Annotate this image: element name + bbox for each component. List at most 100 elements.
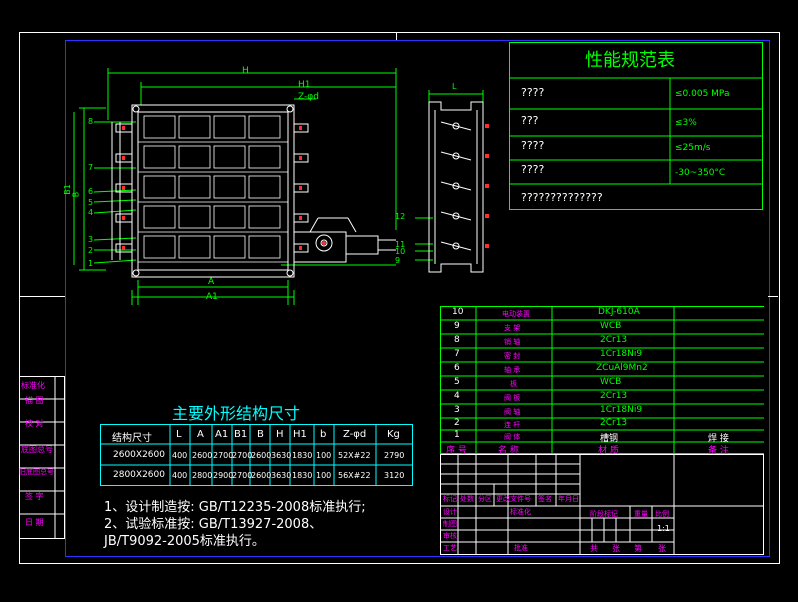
dims-header-1: L — [176, 429, 182, 440]
dims-header-9: Z-φd — [343, 429, 367, 440]
parts-no-1: 9 — [454, 321, 460, 331]
parts-material-2: 2Cr13 — [600, 335, 628, 345]
dims-row0-c4: 2700 — [232, 451, 253, 460]
parts-no-3: 7 — [454, 349, 460, 359]
note-line-1: 1、设计制造按: GB/T12235-2008标准执行; — [104, 500, 366, 515]
parts-no-8: 2 — [454, 418, 460, 428]
front-view-drawing — [73, 68, 397, 305]
dims-table: 结构尺寸 L A A1 B1 B H H1 b Z-φd Kg 2600X260… — [100, 424, 413, 486]
parts-name-4: 轴 承 — [504, 366, 521, 374]
dims-row1-c6: 3630 — [271, 471, 292, 480]
parts-header-material: 材 质 — [598, 446, 619, 456]
dim-label-h: H — [242, 66, 249, 76]
dims-header-3: A1 — [215, 429, 229, 440]
right-tick — [768, 296, 778, 297]
left-strip-label-6: 日 期 — [25, 518, 44, 527]
perf-row-label-2: ???? — [521, 139, 545, 152]
dims-header-10: Kg — [387, 429, 400, 440]
parts-name-7: 阀 轴 — [504, 408, 521, 416]
parts-name-8: 连 杆 — [504, 421, 521, 429]
parts-no-9: 1 — [454, 430, 460, 440]
parts-material-1: WCB — [600, 321, 622, 331]
parts-material-8: 2Cr13 — [600, 418, 628, 428]
parts-name-9: 阀 体 — [504, 433, 521, 441]
parts-name-1: 支 架 — [504, 324, 521, 332]
front-callout-3: 3 — [88, 235, 94, 244]
perf-row-label-1: ??? — [521, 114, 539, 127]
dims-row1-c7: 1830 — [292, 471, 313, 480]
dims-row0-c5: 2600 — [251, 451, 272, 460]
rev-header-4: 签名 — [538, 495, 552, 503]
dims-row0-c3: 2700 — [213, 451, 234, 460]
dims-header-5: B — [257, 429, 264, 440]
dims-row1-c4: 2700 — [232, 471, 253, 480]
parts-table-grid — [440, 306, 764, 454]
left-strip-label-2: 校 对 — [25, 419, 44, 428]
rev-header-2: 分区 — [478, 495, 492, 503]
dims-row0-c7: 1830 — [292, 451, 313, 460]
dim-label-l: L — [452, 82, 457, 91]
parts-no-7: 3 — [454, 405, 460, 415]
front-callout-5: 5 — [88, 198, 94, 207]
parts-no-6: 4 — [454, 391, 460, 401]
perf-table: 性能规范表 ???? ≤0.005 MPa ??? ≤3% ???? ≤25m/… — [509, 42, 763, 210]
role-3: 审核 — [443, 532, 457, 540]
parts-no-4: 6 — [454, 363, 460, 373]
dims-row0-c8: 100 — [316, 451, 332, 460]
perf-row-label-3: ???? — [521, 163, 545, 176]
outer-frame — [19, 32, 780, 564]
sheet-3: 张 — [658, 544, 666, 553]
sheet-1: 张 — [612, 544, 620, 553]
dims-row0-c2: 2600 — [192, 451, 213, 460]
parts-name-3: 密 封 — [504, 352, 521, 360]
front-callout-2: 2 — [88, 246, 94, 255]
stage-header-1: 重量 — [634, 510, 648, 518]
left-strip-grid — [19, 376, 65, 539]
left-strip: 标准化 描 图 校 对 底图总号 旧底图总号 签 字 日 期 — [19, 376, 65, 539]
front-callout-6: 6 — [88, 187, 94, 196]
dims-row1-c2: 2800 — [192, 471, 213, 480]
left-strip-label-4: 旧底图总号 — [19, 468, 54, 476]
front-callout-8: 8 — [88, 117, 94, 126]
rev-header-3: 更改文件号 — [496, 495, 531, 503]
title-block-scale: 1:1 — [657, 524, 670, 533]
parts-material-0: DKJ-610A — [598, 307, 640, 317]
inner-border — [65, 40, 770, 557]
perf-table-title: 性能规范表 — [585, 50, 675, 71]
perf-table-grid — [509, 42, 763, 210]
dims-header-7: H1 — [293, 429, 307, 440]
role-5: 批准 — [514, 544, 528, 552]
dims-row0-c10: 2790 — [384, 451, 405, 460]
parts-material-5: WCB — [600, 377, 622, 387]
dims-row1-c9: 56X#22 — [338, 471, 371, 480]
parts-name-0: 电动装置 — [502, 310, 530, 318]
left-strip-label-3: 底图总号 — [21, 445, 53, 454]
dims-row0-c1: 400 — [172, 451, 188, 460]
dim-label-h1: H1 — [298, 80, 311, 90]
left-strip-label-0: 标准化 — [21, 381, 45, 390]
perf-row-label-0: ???? — [521, 86, 545, 99]
parts-no-5: 5 — [454, 377, 460, 387]
dims-row0-c0: 2600X2600 — [113, 450, 165, 460]
rev-header-5: 年月日 — [558, 495, 579, 503]
dims-header-6: H — [276, 429, 284, 440]
rev-header-1: 处数 — [460, 495, 474, 503]
parts-header-note: 备 注 — [708, 446, 729, 456]
parts-material-4: ZCuAl9Mn2 — [596, 363, 648, 373]
parts-note-9: 焊 接 — [708, 434, 729, 444]
role-0: 设计 — [443, 508, 457, 516]
left-strip-label-5: 签 字 — [25, 492, 44, 501]
perf-row-value-2: ≤25m/s — [675, 143, 711, 153]
dims-header-4: B1 — [234, 429, 248, 440]
parts-name-5: 板 — [510, 380, 517, 388]
dims-header-8: b — [320, 429, 327, 440]
parts-name-6: 阀 板 — [504, 394, 521, 402]
stage-header-0: 阶段标记 — [590, 510, 618, 518]
stage-header-2: 比例 — [655, 510, 669, 518]
dim-label-a1: A1 — [206, 292, 218, 302]
side-callout-11: 11 — [395, 240, 406, 249]
sheet-0: 共 — [590, 544, 598, 553]
role-1: 标准化 — [510, 508, 531, 516]
front-callout-1: 1 — [88, 259, 94, 268]
perf-row-value-3: -30~350°C — [675, 168, 726, 178]
